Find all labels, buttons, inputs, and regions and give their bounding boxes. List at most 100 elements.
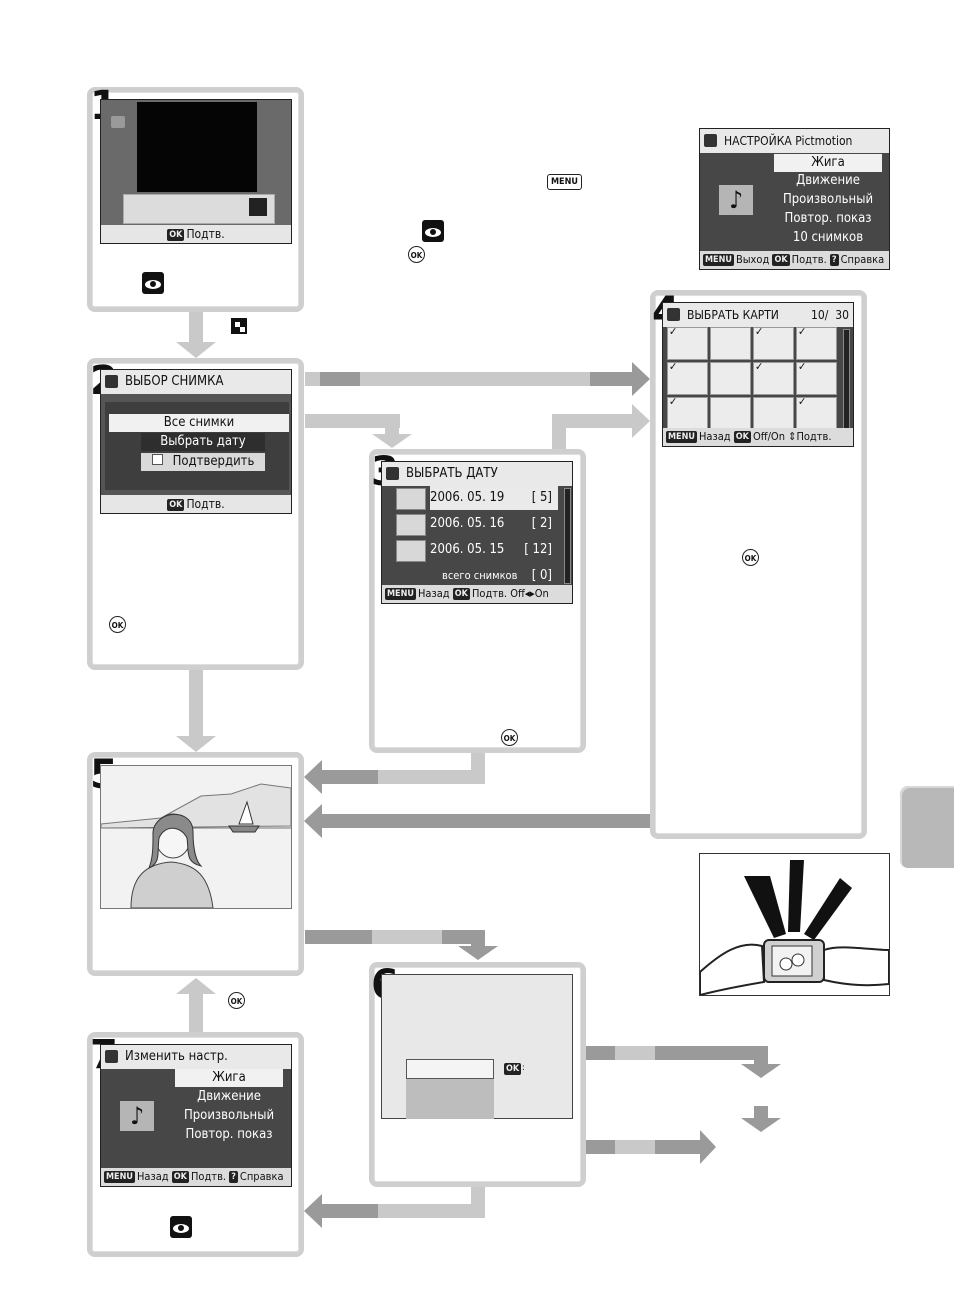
menu-button-icon: MENU bbox=[385, 588, 416, 600]
step-2-screen: ВЫБОР СНИМКА Все снимки Выбрать дату Под… bbox=[100, 369, 292, 514]
thumbnail bbox=[396, 514, 426, 536]
date-row[interactable]: 2006. 05. 19[ 5] bbox=[430, 486, 558, 510]
thumbnail bbox=[396, 540, 426, 562]
scrollbar[interactable] bbox=[564, 488, 571, 584]
step-6-screen: OK : bbox=[381, 974, 573, 1119]
setting-item-1[interactable]: Жига bbox=[175, 1069, 283, 1087]
setup-item-4[interactable]: Повтор. показ bbox=[784, 211, 872, 226]
menu-button-icon: MENU bbox=[547, 174, 582, 190]
setup-item-1[interactable]: Жига bbox=[774, 154, 882, 172]
check-icon: ✓ bbox=[669, 325, 678, 338]
step-2-title: ВЫБОР СНИМКА bbox=[125, 374, 224, 389]
thumbnail-cell[interactable] bbox=[710, 397, 751, 430]
menu-button-icon: MENU bbox=[104, 1171, 135, 1183]
step-7-title: Изменить настр. bbox=[125, 1049, 228, 1064]
pictmotion-icon bbox=[422, 220, 444, 242]
option-all-pictures[interactable]: Все снимки bbox=[109, 414, 289, 432]
date-row[interactable]: 2006. 05. 15[ 12] bbox=[430, 542, 552, 557]
ok-button-icon: OK bbox=[452, 588, 470, 600]
pictmotion-icon bbox=[170, 1216, 192, 1238]
thumbnail-cell[interactable] bbox=[753, 362, 794, 395]
setup-title: НАСТРОЙКА Pictmotion bbox=[724, 134, 853, 148]
step-4-title: ВЫБРАТЬ КАРТИ bbox=[687, 308, 779, 322]
setup-item-2[interactable]: Движение bbox=[796, 173, 860, 188]
connector-2-5 bbox=[189, 670, 203, 740]
section-tab bbox=[900, 786, 954, 868]
setting-item-2[interactable]: Движение bbox=[197, 1089, 261, 1104]
ok-button-icon: OK bbox=[171, 1171, 189, 1183]
thumbnail-cell[interactable] bbox=[796, 362, 837, 395]
connector-2-3 bbox=[305, 414, 400, 428]
thumbnail-cell[interactable] bbox=[753, 397, 794, 430]
check-icon: ✓ bbox=[798, 395, 807, 408]
connector-7-5 bbox=[189, 992, 203, 1032]
thumbnail-cell[interactable] bbox=[667, 397, 708, 430]
arrow-up-icon bbox=[176, 978, 216, 994]
pictmotion-icon bbox=[105, 375, 118, 388]
arrow-left-icon bbox=[304, 760, 322, 794]
setup-item-5[interactable]: 10 снимков bbox=[792, 230, 864, 245]
check-icon: ✓ bbox=[798, 360, 807, 373]
arrow-down-icon bbox=[176, 736, 216, 752]
slideshow-image bbox=[100, 765, 292, 909]
check-icon: ✓ bbox=[755, 360, 764, 373]
connector-2-4 bbox=[305, 372, 635, 386]
date-row[interactable]: 2006. 05. 16[ 2] bbox=[430, 516, 552, 531]
thumbnail-cell[interactable] bbox=[796, 397, 837, 430]
arrow-left-icon bbox=[304, 1194, 322, 1228]
pause-menu-selection[interactable] bbox=[406, 1059, 494, 1079]
option-confirm[interactable]: Подтвердить bbox=[141, 453, 265, 471]
ok-button-icon: OK bbox=[167, 499, 185, 511]
connector-4-5 bbox=[318, 814, 652, 828]
help-icon: ? bbox=[829, 254, 839, 266]
setting-item-4[interactable]: Повтор. показ bbox=[185, 1127, 273, 1142]
arrow-right-icon bbox=[632, 362, 650, 396]
camera-shake-illustration bbox=[699, 853, 890, 996]
ok-button-icon: OK bbox=[109, 616, 126, 633]
pictmotion-icon bbox=[667, 308, 680, 321]
check-icon: ✓ bbox=[669, 395, 678, 408]
total-row: всего снимков[ 0] bbox=[442, 568, 552, 583]
music-note-icon: ♪ bbox=[719, 185, 753, 215]
confirm-label: Подтв. bbox=[186, 227, 225, 241]
ok-button-icon: OK bbox=[733, 431, 751, 443]
pictmotion-icon bbox=[231, 318, 247, 334]
connector-1-2 bbox=[189, 310, 203, 348]
thumbnail-cell[interactable] bbox=[710, 327, 751, 360]
arrow-down-icon bbox=[741, 1118, 781, 1132]
playback-image-area bbox=[137, 102, 257, 192]
pictmotion-icon bbox=[142, 272, 164, 294]
thumbnail-cell[interactable] bbox=[667, 327, 708, 360]
setup-item-3[interactable]: Произвольный bbox=[782, 192, 874, 207]
thumbnail-cell[interactable] bbox=[710, 362, 751, 395]
pictmotion-icon bbox=[249, 198, 267, 216]
pictmotion-icon bbox=[111, 116, 125, 128]
step-3-title: ВЫБРАТЬ ДАТУ bbox=[406, 466, 498, 481]
arrow-down-icon bbox=[176, 342, 216, 358]
menu-button-icon: MENU bbox=[703, 254, 734, 266]
thumbnail-cell[interactable] bbox=[796, 327, 837, 360]
ok-button-icon: OK bbox=[504, 1063, 522, 1075]
thumbnail-cell[interactable] bbox=[753, 327, 794, 360]
check-icon: ✓ bbox=[669, 360, 678, 373]
ok-button-icon: OK bbox=[167, 229, 185, 241]
setting-item-3[interactable]: Произвольный bbox=[183, 1108, 275, 1123]
scrollbar[interactable] bbox=[843, 329, 850, 429]
checkbox-icon bbox=[151, 454, 163, 465]
zoom-icon: ⇕ bbox=[788, 430, 797, 443]
pictmotion-setup-screen: НАСТРОЙКА Pictmotion ♪ Жига Движение Про… bbox=[699, 128, 890, 270]
arrow-down-icon bbox=[458, 946, 498, 960]
check-icon: ✓ bbox=[798, 325, 807, 338]
thumbnail-cell[interactable] bbox=[667, 362, 708, 395]
ok-button-icon: OK bbox=[228, 992, 245, 1009]
menu-button-icon: MENU bbox=[666, 431, 697, 443]
option-select-date[interactable]: Выбрать дату bbox=[141, 433, 265, 451]
arrow-right-icon bbox=[700, 1130, 716, 1164]
ok-button-icon: OK bbox=[501, 729, 518, 746]
connector-6-out-1 bbox=[585, 1046, 765, 1060]
step-7-screen: Изменить настр. ♪ Жига Движение Произвол… bbox=[100, 1044, 292, 1187]
arrow-right-icon bbox=[632, 404, 650, 438]
thumbnail bbox=[396, 488, 426, 510]
